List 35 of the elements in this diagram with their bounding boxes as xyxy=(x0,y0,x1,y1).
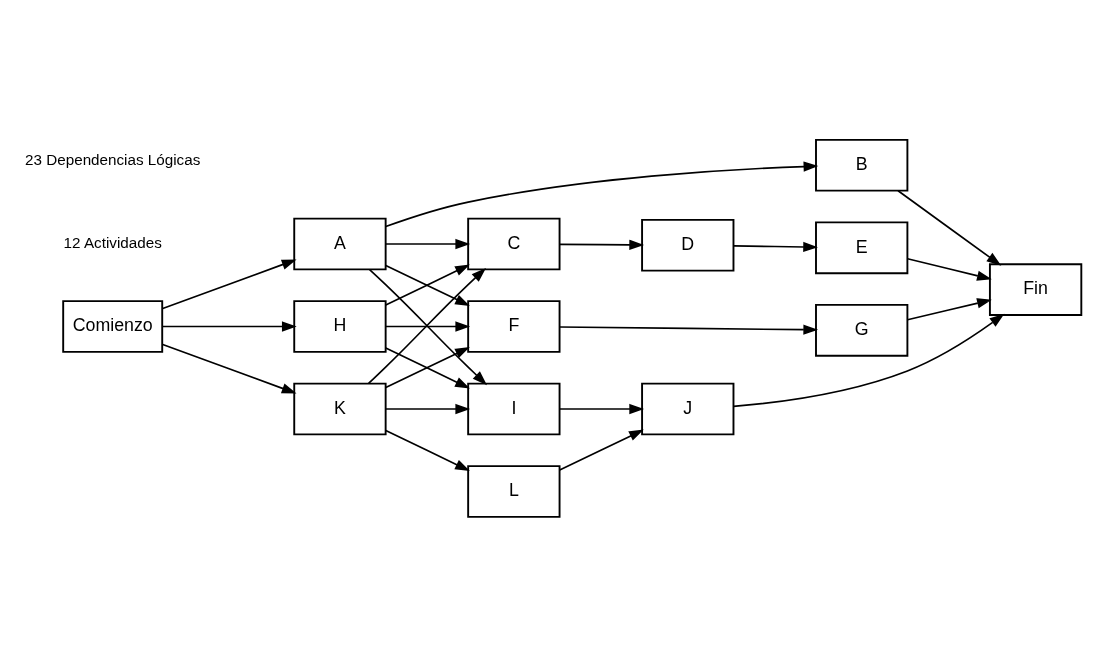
node-box: D xyxy=(641,218,735,272)
arrow xyxy=(906,257,992,281)
node-box: E xyxy=(815,220,909,274)
node-box: Fin xyxy=(988,262,1083,316)
node-box: Comienzo xyxy=(62,299,164,353)
node-box: B xyxy=(815,138,909,192)
arrow xyxy=(897,189,1002,266)
node-box: K xyxy=(293,382,387,435)
label: 12 Actividades xyxy=(63,233,162,251)
arrow xyxy=(384,238,471,249)
arrow xyxy=(384,320,471,332)
arrow xyxy=(558,324,819,335)
arrow xyxy=(558,403,645,414)
arrow xyxy=(732,241,818,252)
node-box: L xyxy=(467,464,561,518)
arrow xyxy=(384,264,470,306)
node-box: I xyxy=(467,382,561,435)
arrow xyxy=(906,297,992,321)
arrow xyxy=(161,343,297,394)
node-box: G xyxy=(815,303,909,357)
node-box: J xyxy=(641,382,735,435)
node-box: H xyxy=(293,299,387,353)
arrow xyxy=(161,258,297,309)
arrow xyxy=(558,239,645,250)
arrow xyxy=(384,429,470,471)
arrow xyxy=(558,429,644,471)
node-box: F xyxy=(467,299,561,353)
label: 23 Dependencias Lógicas xyxy=(25,150,201,168)
arrow xyxy=(384,346,470,388)
arrow xyxy=(161,320,297,332)
node-box: A xyxy=(293,217,387,270)
arrow xyxy=(384,403,471,414)
node-box: C xyxy=(467,217,561,270)
arrow xyxy=(384,160,819,227)
arrow xyxy=(732,313,1005,407)
